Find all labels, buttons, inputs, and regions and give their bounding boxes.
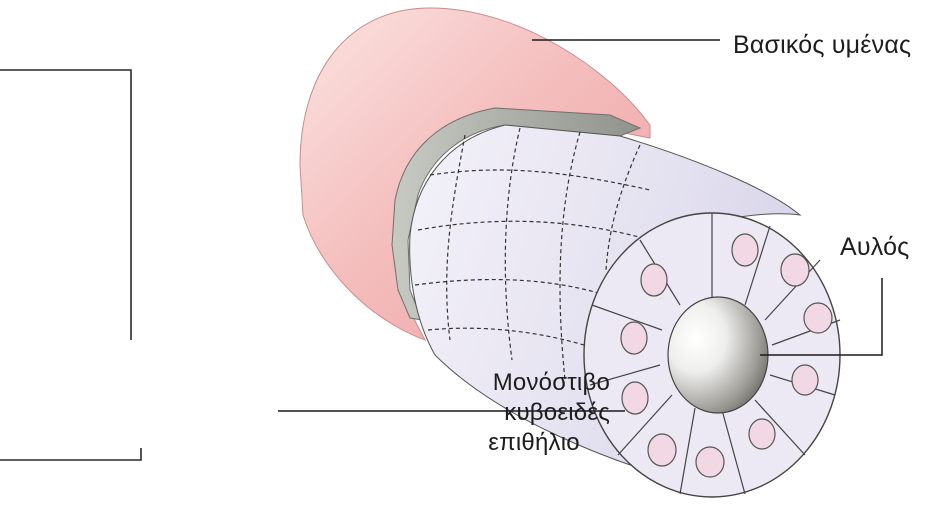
nucleus [641,264,667,296]
label-epithelium: Μονόστιβο κυβοειδές επιθήλιο [398,368,610,458]
label-basement-membrane: Βασικός υμένας [733,30,911,61]
nucleus [792,365,818,395]
nucleus [622,382,648,414]
left-bracket [0,70,141,460]
nucleus [621,322,647,354]
label-epithelium-line1: Μονόστιβο κυβοειδές [398,368,610,428]
lumen [668,297,768,413]
nucleus [804,303,832,333]
nucleus [732,234,758,266]
nucleus [781,254,809,286]
nucleus [648,434,676,466]
label-lumen: Αυλός [840,232,909,263]
label-epithelium-line2: επιθήλιο [398,428,610,458]
nucleus [749,419,775,449]
nucleus [696,447,724,477]
